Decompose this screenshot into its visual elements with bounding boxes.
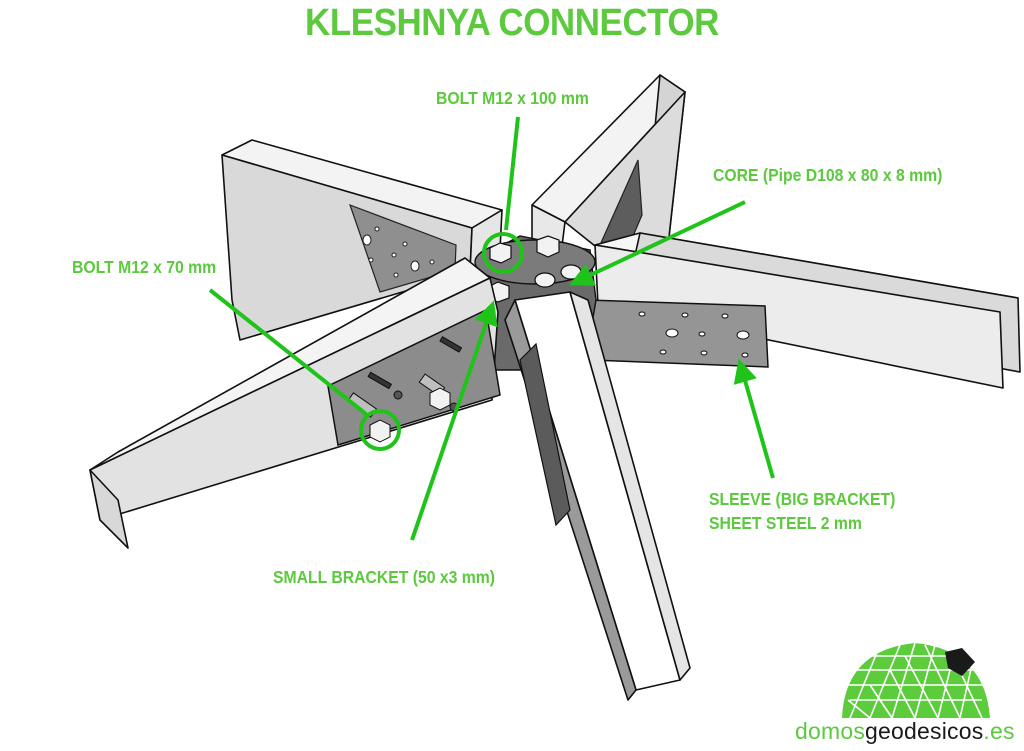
label-sleeve: SLEEVE (BIG BRACKET) bbox=[709, 489, 896, 509]
bolt-m12x100-head bbox=[489, 242, 512, 264]
small-bracket-front bbox=[519, 342, 571, 527]
beam-right bbox=[594, 232, 1021, 389]
label-sheet-steel: SHEET STEEL 2 mm bbox=[709, 513, 862, 533]
arrow-bolt-m12x70 bbox=[208, 288, 368, 416]
geodesic-dome-icon bbox=[842, 642, 990, 719]
bolt-m12x70-head bbox=[369, 419, 391, 443]
arrow-small-bracket bbox=[410, 300, 498, 541]
logo-part-domos: domos bbox=[795, 718, 866, 744]
logo-part-geodesicos: geodesicos bbox=[865, 718, 984, 744]
label-core: CORE (Pipe D108 x 80 x 8 mm) bbox=[713, 165, 943, 185]
logo-part-es: .es bbox=[983, 718, 1015, 744]
highlight-bolt-m12x70 bbox=[359, 409, 401, 451]
arrow-sleeve bbox=[733, 358, 775, 479]
arrow-bolt-m12x100 bbox=[504, 116, 520, 231]
bolts-front-left bbox=[346, 336, 463, 443]
highlight-bolt-m12x100 bbox=[482, 232, 524, 274]
arrow-core bbox=[569, 200, 746, 286]
logo-wordmark: domosgeodesicos.es bbox=[795, 718, 1015, 745]
label-small-bracket: SMALL BRACKET (50 x3 mm) bbox=[273, 567, 496, 587]
beam-front-left bbox=[89, 257, 499, 549]
callout-arrows bbox=[208, 116, 775, 541]
small-bracket-back-left bbox=[349, 203, 457, 293]
sleeve-big-bracket bbox=[587, 299, 769, 368]
page-title: KLESHNYA CONNECTOR bbox=[305, 2, 719, 44]
label-bolt-m12x100: BOLT M12 x 100 mm bbox=[436, 88, 589, 108]
label-bolt-m12x70: BOLT M12 x 70 mm bbox=[72, 257, 217, 277]
